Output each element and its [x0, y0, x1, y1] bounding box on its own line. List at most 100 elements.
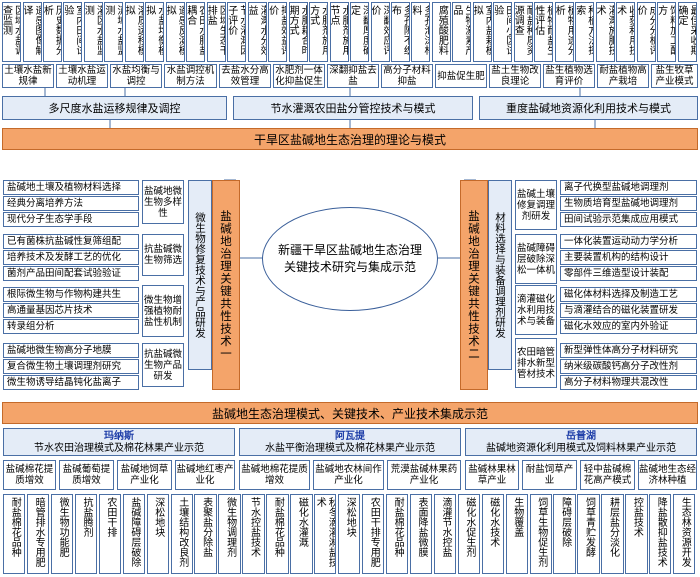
- right-list-item: 主要装置机构的结构设计: [560, 250, 697, 265]
- left-list-item: 盐碱地土壤及植物材料选择: [3, 180, 139, 195]
- row2-item: 水肥剂一体化抑盐促生: [273, 64, 325, 88]
- top-item: 成分分析评价: [636, 2, 656, 62]
- category-item: 盐碱地棉花提质增效: [239, 460, 310, 490]
- top-item: 深翻效应评价: [370, 2, 390, 62]
- top-item: 深翻厚度确定: [350, 2, 369, 62]
- bottom-item: 盐碱障碍层破除: [122, 494, 146, 574]
- left-group-products: 抗盐碱微生物产品研发: [142, 343, 184, 387]
- top-item: 灌区水盐监测: [83, 2, 103, 62]
- right-list-item: 新型弹性体高分子材料研究: [560, 343, 697, 358]
- top-item: 水肥剂施用节点: [329, 2, 349, 62]
- top-item: 多孔泡沫材料: [411, 2, 431, 62]
- bottom-item: 耐盐棉花品种: [3, 494, 26, 574]
- top-item: 生物激素产品: [452, 2, 472, 62]
- category-item: 盐碱葡萄提质增效: [59, 460, 114, 490]
- top-item: 收获利用技术: [616, 2, 636, 62]
- left-group-screening: 抗盐碱微生物筛选: [142, 234, 184, 276]
- bottom-item: 饲草生物促生剂: [529, 494, 552, 574]
- category-item: 荒漠盐碱林果药产业化: [387, 460, 461, 490]
- top-item: 溶质运移模拟: [124, 2, 144, 62]
- bottom-item: 表聚盐分除盐: [194, 494, 217, 574]
- region-awat: 阿瓦提 水盐平衡治理模式及棉花林果产业示范: [239, 428, 461, 456]
- right-mid-material: 材料选择与装备调理剂研发: [488, 180, 512, 370]
- top-item: 抑盐效益评价: [268, 2, 288, 62]
- right-list-item: 磁化水效应的室内外验证: [560, 319, 697, 334]
- top-item: 流域水盐监测: [104, 2, 124, 62]
- region-name: 岳普湖: [566, 431, 596, 442]
- top-item: 腐殖酸肥料: [431, 2, 451, 62]
- left-list-item: 转录组分析: [3, 319, 139, 334]
- top-item: 灌溉施肥技术: [595, 2, 615, 62]
- bottom-item: 滴灌节水控盐: [433, 494, 457, 574]
- bottom-item: 深松地块: [146, 494, 169, 574]
- theory-band: 干旱区盐碱地生态治理的理论与模式: [2, 128, 698, 150]
- left-list-item: 根际微生物与作物构建共生: [3, 287, 139, 302]
- bottom-item: 农田干排专用肥: [362, 494, 385, 574]
- row2-item: 土壤水盐新规律: [2, 64, 54, 88]
- right-group-amendment: 盐碱土壤修复调理剂研发: [515, 180, 557, 230]
- top-item: 室内田间试验: [63, 2, 83, 62]
- top-item: 区域生态干排盐: [206, 2, 226, 62]
- top-item: 多孔隙不织布: [390, 2, 410, 62]
- bottom-item: 降盐散抑盐技术: [649, 494, 672, 574]
- top-item: 水肥剂施用方式: [309, 2, 329, 62]
- category-item: 盐碱地生态经济林种植: [638, 460, 697, 490]
- category-item: 轻中盐碱棉花高产模式: [580, 460, 635, 490]
- bottom-item: 土壤结构改良剂: [170, 494, 193, 574]
- row2-item: 耐盐植物高产栽培: [597, 64, 649, 88]
- region-name: 阿瓦提: [335, 431, 365, 442]
- center-ellipse: 新疆干旱区盐碱地生态治理关键技术研究与集成示范: [262, 207, 438, 311]
- right-group-subsoiler: 盐碱障碍层破除深松一体机: [515, 234, 557, 284]
- right-list-item: 与滴灌结合的磁化装置研发: [560, 303, 697, 318]
- top-item: 水盐均衡模拟: [145, 2, 165, 62]
- top-item: 最佳采收期确定: [677, 2, 697, 62]
- top-item: 遥感图像解译: [22, 2, 42, 62]
- top-item: 种植方法探索: [575, 2, 595, 62]
- row2-item: 高分子材料抑盐: [381, 64, 433, 88]
- region-yuepuhu: 岳普湖 盐碱地资源化利用模式及饲料林果产业示范: [465, 428, 697, 456]
- category-item: 盐碱棉花提质增效: [3, 460, 56, 490]
- band-resource-use: 重度盐碱地资源化利用技术与模式: [479, 96, 698, 120]
- right-group-magnetized: 滴灌磁化水利用技术与装备: [515, 285, 557, 335]
- bottom-item: 控盐技术: [625, 494, 648, 574]
- row2-item: 盐土生物改良理论: [489, 64, 541, 88]
- right-list-item: 一体化装置运动动力学分析: [560, 234, 697, 249]
- category-item: 盐碱地红枣产业化: [175, 460, 235, 490]
- left-list-item: 高通量基因芯片技术: [3, 303, 139, 318]
- top-item: 历史数据分析: [42, 2, 62, 62]
- bottom-item: 微生物调理剂: [218, 494, 241, 574]
- bottom-item: 暗管排水专用肥: [26, 494, 50, 574]
- top-item: 田间小区试验: [493, 2, 513, 62]
- row2-item: 深翻抑盐去盐: [327, 64, 379, 88]
- bottom-item: 耐盐棉花品种: [266, 494, 289, 574]
- bottom-item: 节水控盐技术: [242, 494, 265, 574]
- bottom-item: 深松地块: [338, 494, 361, 574]
- left-list-item: 盐碱地微生物高分子地膜: [3, 343, 139, 358]
- category-item: 盐碱地农林间作产业化: [313, 460, 384, 490]
- band-water-salt: 多尺度水盐运移规律及调控: [2, 96, 227, 120]
- region-subtitle: 节水农田治理模式及棉花林果产业示范: [34, 443, 204, 454]
- left-list-item: 培养技术及发酵工艺的优化: [3, 250, 139, 265]
- category-item: 耐盐饲草产业: [522, 460, 577, 490]
- right-list-item: 高分子材料物理共混改性: [560, 375, 697, 390]
- row2-item: 盐生牧草产业模式: [651, 64, 698, 88]
- category-item: 盐碱林果林草产业: [465, 460, 519, 490]
- top-item: 区域水盐调查监测: [2, 2, 21, 62]
- right-list-item: 纳米级碳酸钙高分子改性剂: [560, 359, 697, 374]
- bottom-item: 表面降盐微膜: [409, 494, 433, 574]
- left-list-item: 已有菌株抗盐碱性复筛组配: [3, 234, 139, 249]
- bottom-item: 耕层盐分淡化: [601, 494, 624, 574]
- left-list-item: 复合微生物土壤调理剂研究: [3, 359, 139, 374]
- top-item: 遥感反演模拟: [165, 2, 185, 62]
- top-item: 植物用途分析: [554, 2, 574, 62]
- bottom-item: 抗盐腾剂: [74, 494, 98, 574]
- top-item: 耐盐种质资源调查: [513, 2, 533, 62]
- region-subtitle: 水盐平衡治理模式及棉花林果产业示范: [265, 443, 435, 454]
- row2-item: 盐生植物选育评价: [543, 64, 595, 88]
- top-item: 植物耐盐生性评估: [534, 2, 554, 62]
- row2-item: 抑盐促生肥: [435, 64, 487, 88]
- right-list-item: 田间试验示范集成应用模式: [560, 212, 697, 227]
- bottom-item: 耐盐棉花品种: [385, 494, 409, 574]
- row2-item: 水盐调控机制方法: [164, 64, 217, 88]
- bottom-item: 秋冬滴灌淋盐技术: [314, 494, 337, 574]
